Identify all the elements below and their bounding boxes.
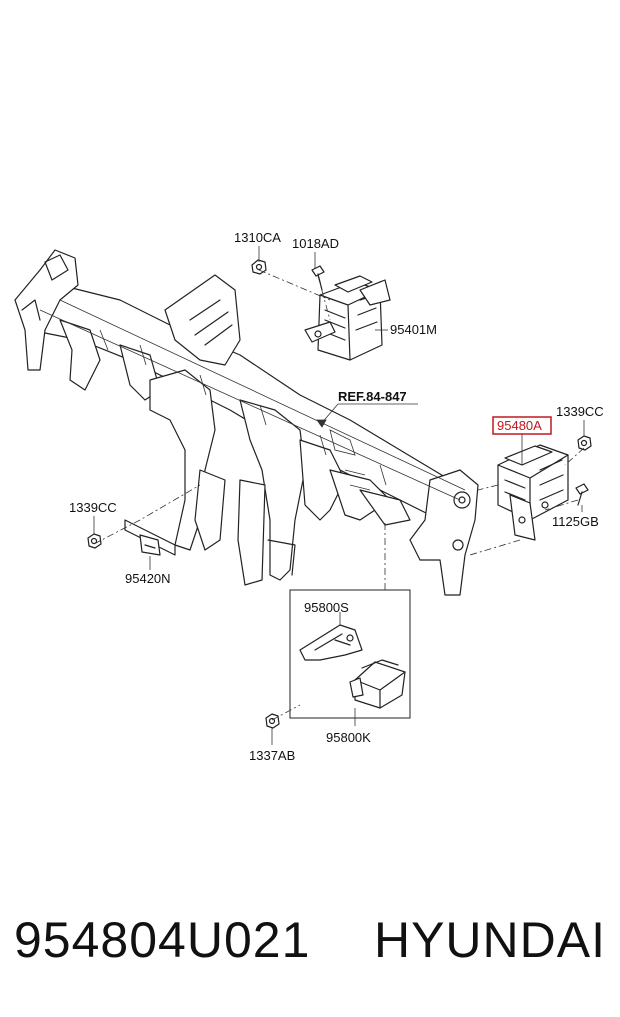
label-1310ca: 1310CA <box>234 230 281 245</box>
assembly-lines <box>93 269 585 721</box>
cowl-cross-member <box>14 249 479 596</box>
sensor-95420n[interactable] <box>124 519 176 556</box>
label-1337ab: 1337AB <box>249 748 295 763</box>
label-95480a[interactable]: 95480A <box>497 418 542 433</box>
label-95800k: 95800K <box>326 730 371 745</box>
part-number: 954804U021 <box>14 912 311 968</box>
leader-lines <box>93 246 585 745</box>
module-95401m[interactable] <box>304 275 391 361</box>
nut-1337ab-icon[interactable] <box>265 713 280 729</box>
highlight-box-95480a <box>492 416 552 435</box>
module-95800k[interactable] <box>354 661 406 709</box>
label-95401m: 95401M <box>390 322 437 337</box>
brand-name: HYUNDAI <box>373 912 606 968</box>
nut-1310ca-icon[interactable] <box>251 259 267 275</box>
label-1339cc-left: 1339CC <box>69 500 117 515</box>
label-95420n: 95420N <box>125 571 171 586</box>
bracket-95800s[interactable] <box>299 624 363 661</box>
module-95480a[interactable] <box>497 444 569 541</box>
label-95800s: 95800S <box>304 600 349 615</box>
parts-diagram: 1310CA 1018AD 95401M REF.84-847 95480A 1… <box>14 230 604 763</box>
label-1018ad: 1018AD <box>292 236 339 251</box>
label-1339cc-right: 1339CC <box>556 404 604 419</box>
inset-95800 <box>289 589 411 719</box>
bolt-1018ad-icon[interactable] <box>311 265 325 291</box>
label-ref[interactable]: REF.84-847 <box>338 389 407 404</box>
footer: 954804U021 HYUNDAI <box>0 900 620 980</box>
nut-1339cc-right-icon[interactable] <box>577 435 592 451</box>
label-1125gb: 1125GB <box>552 514 599 529</box>
bolt-1125gb-icon[interactable] <box>575 483 589 506</box>
